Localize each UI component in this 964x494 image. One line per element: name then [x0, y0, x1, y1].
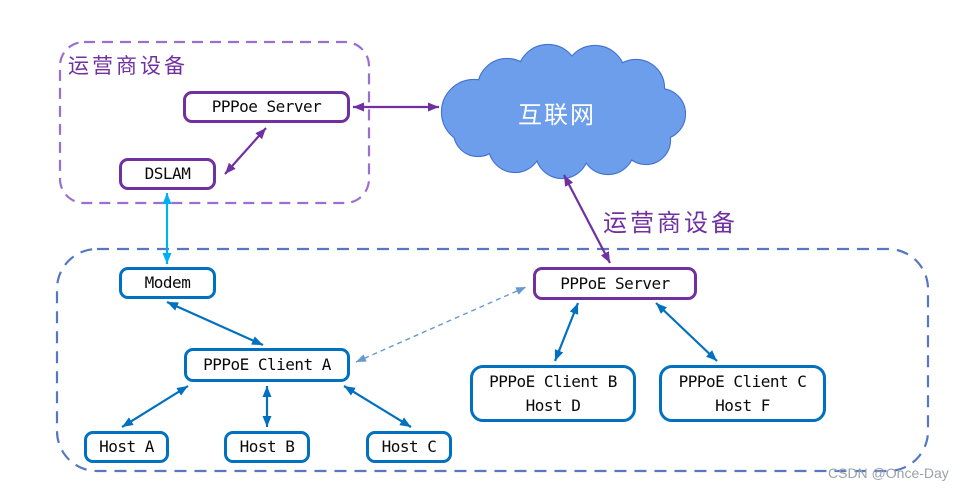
edge-internet-serverbottom	[563, 174, 611, 264]
isp-zone-label-side: 运营商设备	[603, 211, 738, 237]
edge-clienta-hosta	[121, 385, 189, 428]
node-pppoe-client-c: PPPoE Client C Host F	[659, 365, 826, 422]
internet-cloud	[440, 43, 687, 180]
client-b-title: PPPoE Client B	[489, 372, 617, 392]
internet-label: 互联网	[518, 102, 596, 129]
node-modem: Modem	[119, 267, 216, 299]
node-pppoe-client-b: PPPoE Client B Host D	[470, 365, 636, 422]
node-pppoe-server-bottom: PPPoE Server	[533, 267, 697, 300]
node-pppoe-client-a: PPPoE Client A	[184, 348, 350, 382]
node-host-a: Host A	[84, 431, 169, 463]
client-c-title: PPPoE Client C	[678, 372, 807, 392]
node-host-b: Host B	[224, 431, 310, 463]
client-b-subtitle: Host D	[525, 395, 581, 415]
node-host-c: Host C	[366, 431, 452, 463]
edge-serverbottom-clientb	[553, 302, 580, 362]
customer-zone-border	[55, 247, 930, 473]
edge-serverbottom-clientc	[655, 302, 718, 362]
edge-clienta-hostc	[343, 385, 412, 428]
isp-zone-border	[58, 40, 371, 205]
client-c-subtitle: Host F	[715, 395, 770, 415]
edge-modem-clienta	[166, 300, 264, 347]
edge-clienta-serverbottom-dashed	[355, 286, 527, 363]
isp-zone-label-top: 运营商设备	[68, 54, 188, 78]
node-dslam: DSLAM	[119, 158, 216, 190]
edge-dslam-servertop	[224, 127, 267, 175]
node-pppoe-server-top: PPPoe Server	[183, 91, 350, 123]
csdn-watermark: CSDN @Once-Day	[828, 465, 949, 481]
